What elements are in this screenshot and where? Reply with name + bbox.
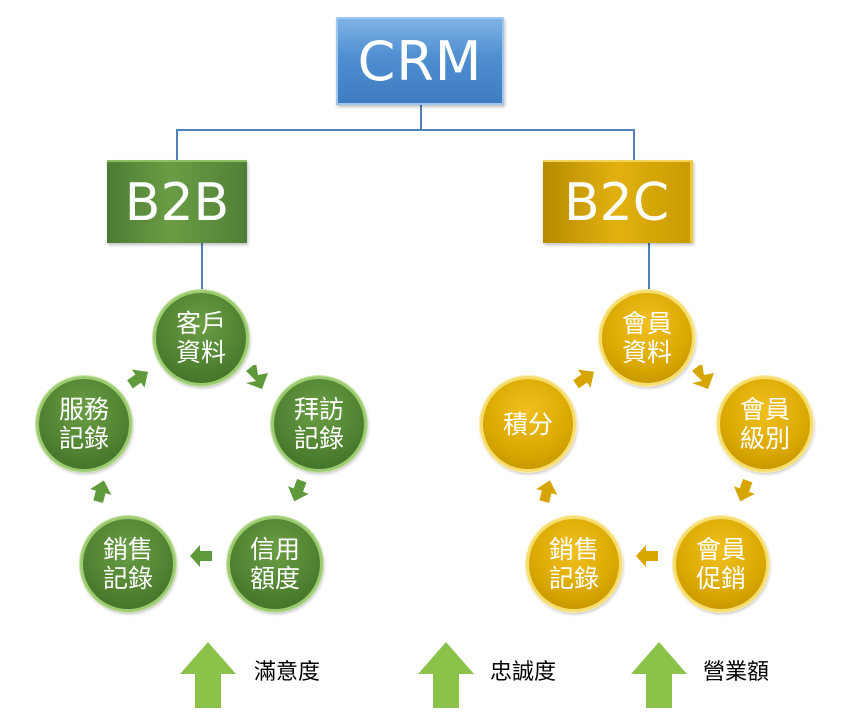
cycle-arrow-icon [246, 365, 268, 389]
node-line1: 信用 [249, 535, 300, 564]
outcome-satisfaction: 滿意度 [254, 660, 321, 685]
up-arrow-icon [631, 642, 687, 708]
up-arrow-icon [418, 642, 474, 708]
connector-horizontal [176, 129, 634, 131]
cycle-arrow-icon [127, 369, 149, 389]
node-line2: 額度 [249, 564, 300, 593]
cycle-arrow-icon [734, 478, 755, 502]
b2c-cycle-sales-record: 銷售記錄 [526, 516, 622, 612]
connector-to-b2c [633, 129, 635, 160]
cycle-arrow-icon [636, 545, 658, 567]
node-line1: 會員 [739, 395, 790, 424]
node-line1: 會員 [621, 309, 672, 338]
node-line1: 會員 [695, 535, 746, 564]
b2b-label: B2B [124, 172, 230, 233]
cycle-arrow-icon [190, 545, 212, 567]
cycle-arrow-icon [573, 369, 595, 389]
connector-b2b-to-cycle [201, 243, 203, 290]
connector-b2c-to-cycle [648, 243, 650, 290]
b2c-cycle-member-data: 會員資料 [599, 290, 695, 386]
node-line1: 服務 [58, 395, 109, 424]
node-line2: 級別 [739, 424, 790, 453]
node-line2: 資料 [175, 338, 226, 367]
b2c-node: B2C [543, 160, 693, 243]
node-line2: 記錄 [293, 424, 344, 453]
node-line1: 銷售 [548, 535, 599, 564]
connector-to-b2b [176, 129, 178, 160]
b2b-cycle-service-record: 服務記錄 [36, 376, 132, 472]
outcome-revenue: 營業額 [703, 660, 770, 685]
node-line2: 資料 [621, 338, 672, 367]
b2c-cycle-member-promotion: 會員促銷 [673, 516, 769, 612]
cycle-arrow-icon [692, 365, 714, 389]
node-line2: 促銷 [695, 564, 746, 593]
crm-root-node: CRM [336, 17, 504, 105]
b2c-label: B2C [563, 172, 670, 233]
b2b-cycle-visit-record: 拜訪記錄 [271, 376, 367, 472]
cycle-arrow-icon [288, 478, 309, 502]
b2b-cycle-sales-record: 銷售記錄 [80, 516, 176, 612]
b2c-cycle-member-level: 會員級別 [717, 376, 813, 472]
b2b-node: B2B [107, 160, 247, 243]
up-arrow-icon [180, 642, 236, 708]
cycle-arrow-icon [536, 480, 558, 503]
outcome-loyalty: 忠誠度 [490, 660, 557, 685]
node-line2: 記錄 [548, 564, 599, 593]
b2c-cycle-points: 積分 [480, 376, 576, 472]
cycle-arrow-icon [90, 480, 112, 503]
crm-label: CRM [357, 29, 483, 93]
node-line1: 銷售 [102, 535, 153, 564]
node-line2: 記錄 [102, 564, 153, 593]
node-line2: 記錄 [58, 424, 109, 453]
node-line1: 積分 [502, 409, 553, 439]
b2b-cycle-credit-limit: 信用額度 [227, 516, 323, 612]
connector-root-down [420, 105, 422, 130]
node-line1: 客戶 [175, 309, 226, 338]
node-line1: 拜訪 [293, 395, 344, 424]
b2b-cycle-customer-data: 客戶資料 [153, 290, 249, 386]
